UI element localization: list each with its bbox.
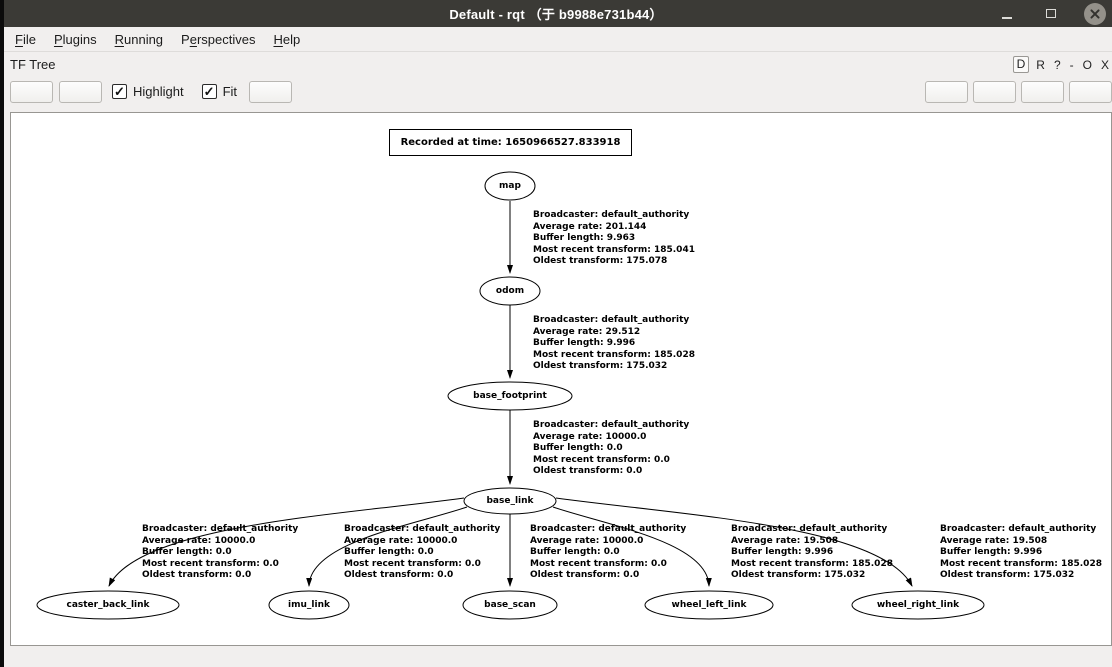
tf-edge-base_link-to-wheel_right_link <box>555 497 913 587</box>
tf-node-map <box>484 171 536 201</box>
toolbar-button-right-3[interactable] <box>1021 80 1064 103</box>
dock-button-d[interactable]: D <box>1012 56 1030 73</box>
tf-edge-base_link-to-caster_back_link <box>108 497 465 587</box>
toolbar-button-right-2[interactable] <box>973 80 1016 103</box>
toolbar-button-right-4[interactable] <box>1069 80 1112 103</box>
menu-file[interactable]: File <box>15 31 36 47</box>
maximize-icon <box>1046 9 1056 18</box>
dock-button-reload[interactable]: R <box>1036 57 1045 72</box>
minimize-icon <box>1002 16 1012 19</box>
checkmark-icon: ✓ <box>203 83 215 99</box>
toolbar-combo-1[interactable] <box>10 80 53 103</box>
tf-edge-base_link-to-wheel_left_link <box>552 506 712 587</box>
tf-edge-base_link-to-imu_link <box>306 506 468 587</box>
toolbar-button-3[interactable] <box>249 80 293 103</box>
highlight-checkbox[interactable]: ✓ <box>112 84 127 99</box>
highlight-label: Highlight <box>133 84 184 99</box>
dock-title: TF Tree <box>10 57 56 72</box>
recorded-time-box: Recorded at time: 1650966527.833918 <box>389 129 632 156</box>
tf-node-odom <box>479 276 541 306</box>
toolbar-button-right-1[interactable] <box>925 80 968 103</box>
fit-checkbox[interactable]: ✓ <box>201 83 217 99</box>
tf-node-imu_link <box>268 590 350 620</box>
menu-help[interactable]: Help <box>273 31 301 47</box>
menu-plugins[interactable]: Plugins <box>53 31 97 47</box>
maximize-button[interactable] <box>1040 3 1062 25</box>
close-icon <box>1084 2 1106 25</box>
dock-button-o[interactable]: O <box>1082 57 1092 72</box>
menu-perspectives[interactable]: Perspectives <box>181 31 256 47</box>
dock-button-minus[interactable]: - <box>1069 57 1074 72</box>
tf-node-base_footprint <box>447 381 573 411</box>
checkmark-icon: ✓ <box>114 83 125 99</box>
minimize-button[interactable] <box>996 3 1018 25</box>
tf-node-wheel_left_link <box>644 590 774 620</box>
tf-node-base_link <box>463 487 557 515</box>
fit-label: Fit <box>222 84 238 99</box>
window-controls <box>996 0 1106 27</box>
menu-running[interactable]: Running <box>114 31 164 47</box>
toolbar: ✓ Highlight ✓ Fit <box>0 77 1112 106</box>
menubar: File Plugins Running Perspectives Help <box>0 27 1112 52</box>
tf-node-base_scan <box>462 590 558 620</box>
window-title: Default - rqt （于 b9988e731b44） <box>449 7 663 22</box>
tf-node-wheel_right_link <box>851 590 985 620</box>
titlebar: Default - rqt （于 b9988e731b44） <box>0 0 1112 27</box>
screen-edge-strip <box>0 0 4 667</box>
tf-node-caster_back_link <box>36 590 180 620</box>
close-button[interactable] <box>1084 2 1106 25</box>
tf-tree-graph <box>36 171 985 620</box>
dock-button-close[interactable]: X <box>1100 57 1109 72</box>
toolbar-combo-2[interactable] <box>59 80 102 103</box>
dock-button-help[interactable]: ? <box>1053 57 1061 72</box>
